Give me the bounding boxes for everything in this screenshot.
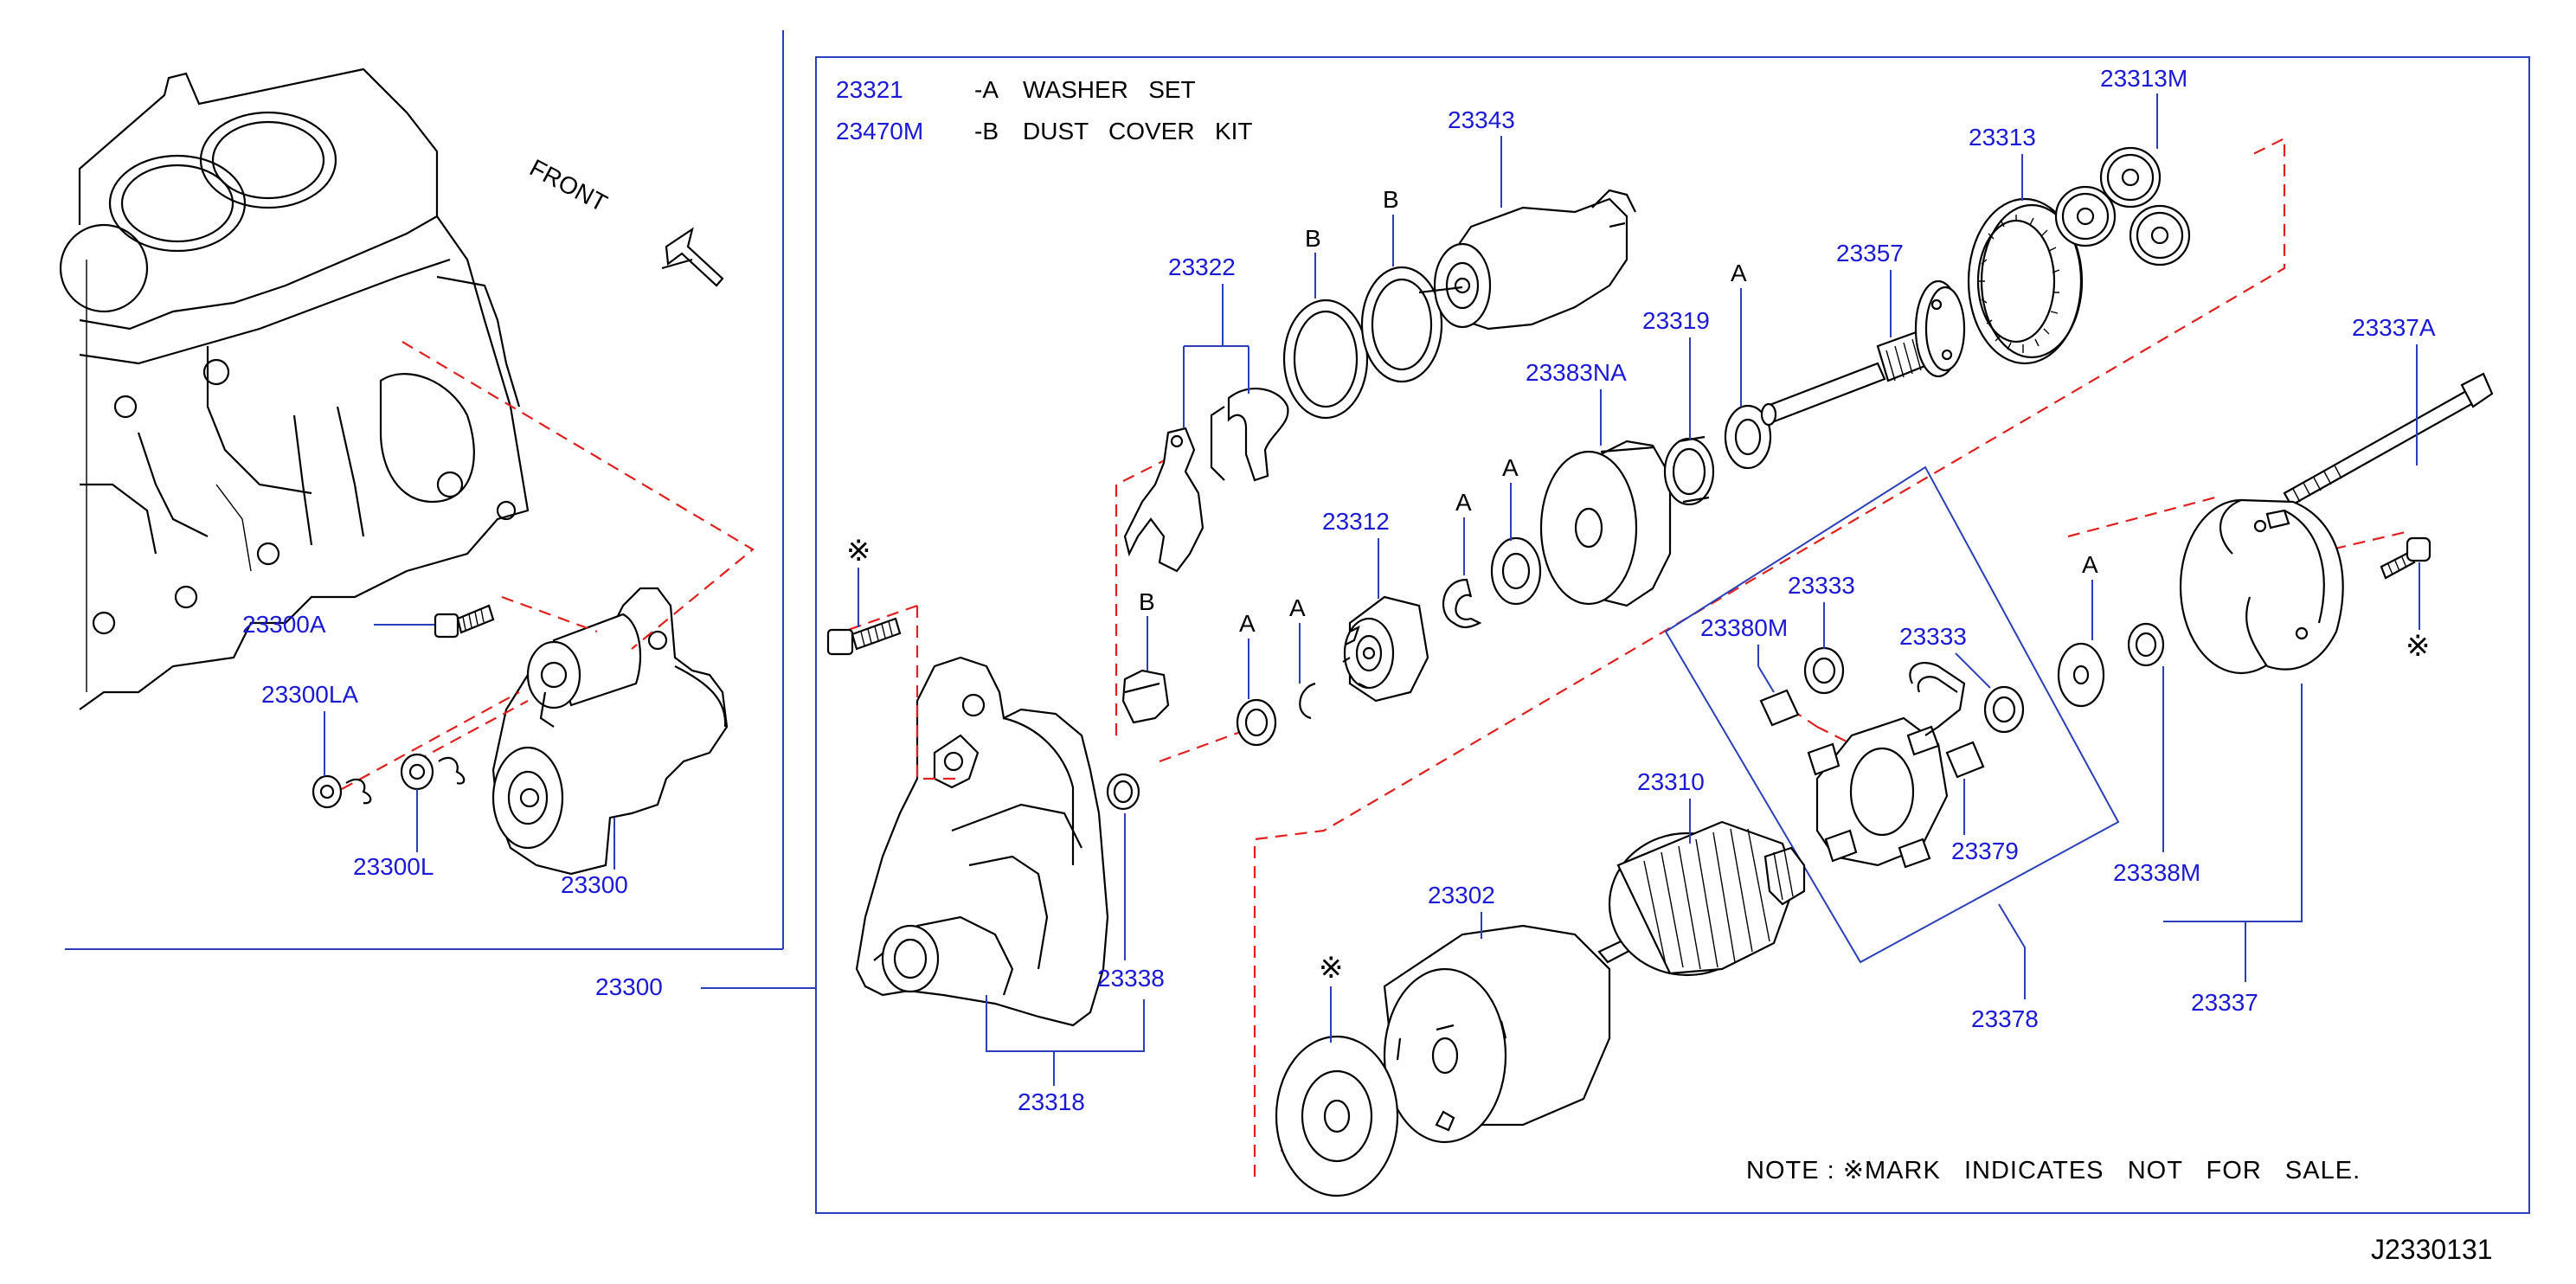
callout-23343: 23343 bbox=[1448, 106, 1515, 133]
part-bolt-not-for-sale-left: ※ bbox=[826, 535, 902, 656]
front-arrow-icon bbox=[665, 227, 724, 287]
part-plate-23383NA bbox=[1539, 440, 1672, 607]
callout-23318: 23318 bbox=[1018, 1088, 1085, 1115]
part-pinion-23312 bbox=[1342, 595, 1429, 703]
label-b-1: B bbox=[1305, 225, 1321, 252]
callout-23300L: 23300L bbox=[353, 853, 434, 880]
part-brush-holder-group-23378 bbox=[1664, 465, 2120, 964]
callout-23333-right: 23333 bbox=[1899, 623, 1967, 650]
part-dust-cover-b-small: B bbox=[1121, 588, 1170, 724]
legend-part-dust-cover-kit: 23470M bbox=[836, 118, 923, 144]
part-armature-23310 bbox=[1597, 820, 1806, 977]
front-indicator: FRONT bbox=[525, 154, 724, 287]
part-snap-ring-a: A bbox=[1442, 489, 1482, 628]
part-dust-cover-b-2: B bbox=[1360, 186, 1443, 383]
callout-23378: 23378 bbox=[1971, 1005, 2039, 1032]
part-dust-cover-b-1: B bbox=[1282, 225, 1369, 420]
part-through-bolt-23337A bbox=[2283, 372, 2494, 507]
part-gasket-not-for-sale: ※ bbox=[1275, 952, 1399, 1197]
engine-block-drawing bbox=[59, 67, 530, 710]
callout-23313M: 23313M bbox=[2100, 65, 2187, 92]
part-washer-a-6: A bbox=[2057, 551, 2105, 708]
legend: 23321 -A WASHER SET 23470M -B DUST COVER… bbox=[836, 76, 1253, 144]
legend-part-washer-set: 23321 bbox=[836, 76, 903, 103]
front-label: FRONT bbox=[525, 154, 612, 217]
callout-23312: 23312 bbox=[1322, 508, 1390, 535]
callout-23313: 23313 bbox=[1969, 124, 2036, 151]
part-yoke-23302 bbox=[1383, 924, 1611, 1144]
callout-23338: 23338 bbox=[1097, 965, 1165, 992]
not-for-sale-mark-right: ※ bbox=[2406, 630, 2431, 663]
callout-23302: 23302 bbox=[1428, 882, 1495, 908]
bolt-23300A bbox=[434, 613, 459, 639]
callout-23319: 23319 bbox=[1642, 307, 1710, 334]
callout-23300A: 23300A bbox=[242, 611, 326, 638]
legend-code-dust-cover-kit: -B bbox=[974, 118, 999, 144]
part-lever-23322 bbox=[1123, 388, 1289, 573]
label-a-3: A bbox=[1455, 489, 1472, 516]
part-washer-a-4: A bbox=[1490, 454, 1542, 606]
part-screw-not-for-sale-right: ※ bbox=[2380, 536, 2431, 663]
part-washer-a-2: A bbox=[1289, 594, 1316, 720]
inset-dashed-guides bbox=[341, 341, 755, 790]
label-b-2: B bbox=[1383, 186, 1399, 213]
part-housing-23318 bbox=[855, 656, 1109, 1027]
callout-23380M: 23380M bbox=[1700, 614, 1788, 641]
callout-23300: 23300 bbox=[595, 973, 663, 1000]
inset-fasteners bbox=[312, 604, 495, 809]
nut-23300LA bbox=[312, 774, 343, 809]
inset-frame bbox=[65, 30, 784, 950]
callout-23383NA: 23383NA bbox=[1526, 359, 1627, 386]
callout-23357: 23357 bbox=[1836, 240, 1904, 266]
inset-starter-assembly bbox=[491, 587, 729, 876]
main-frame bbox=[815, 56, 2530, 1214]
callout-23300LA: 23300LA bbox=[261, 681, 358, 708]
legend-desc-dust-cover-kit: DUST COVER KIT bbox=[1023, 118, 1253, 144]
not-for-sale-mark-mid: ※ bbox=[1319, 952, 1344, 985]
label-b-small: B bbox=[1139, 588, 1155, 615]
callout-23379: 23379 bbox=[1951, 838, 2019, 864]
callout-23322: 23322 bbox=[1168, 254, 1236, 280]
legend-desc-washer-set: WASHER SET bbox=[1023, 76, 1196, 103]
part-planet-gears-23313M bbox=[2054, 146, 2191, 266]
label-a-5: A bbox=[1731, 260, 1747, 286]
callout-23337A: 23337A bbox=[2352, 314, 2436, 341]
part-bushing-23338M bbox=[2127, 622, 2165, 667]
main-callouts: 23343 23322 23313 23313M 23357 23319 233… bbox=[595, 65, 2436, 1115]
part-washer-a-5: A bbox=[1724, 260, 1772, 470]
part-washer-a-1: A bbox=[1236, 610, 1277, 747]
callout-23310: 23310 bbox=[1637, 768, 1705, 795]
part-rear-cover-23337 bbox=[2179, 498, 2344, 675]
note-not-for-sale: NOTE : ※MARK INDICATES NOT FOR SALE. bbox=[1746, 1157, 2361, 1184]
not-for-sale-mark-left: ※ bbox=[846, 535, 871, 568]
part-solenoid-23343 bbox=[1418, 189, 1636, 331]
legend-code-washer-set: -A bbox=[974, 76, 999, 103]
label-a-1: A bbox=[1239, 610, 1256, 637]
inset-callouts: 23300A 23300LA 23300L 23300 bbox=[242, 611, 628, 898]
part-internal-gear-23313 bbox=[1967, 197, 2084, 365]
nut-23300L bbox=[400, 753, 434, 791]
callout-23338M: 23338M bbox=[2113, 859, 2200, 886]
part-bushing-23338 bbox=[1106, 773, 1140, 811]
part-washer-23319 bbox=[1663, 435, 1715, 506]
diagram-id: J2330131 bbox=[2371, 1234, 2493, 1265]
callout-23300-inset: 23300 bbox=[561, 871, 628, 898]
label-a-2: A bbox=[1289, 594, 1306, 621]
callout-23333-left: 23333 bbox=[1788, 572, 1855, 599]
label-a-6: A bbox=[2082, 551, 2098, 578]
label-a-4: A bbox=[1502, 454, 1519, 481]
callout-23337: 23337 bbox=[2191, 989, 2258, 1016]
part-shaft-23357 bbox=[1760, 279, 1966, 427]
